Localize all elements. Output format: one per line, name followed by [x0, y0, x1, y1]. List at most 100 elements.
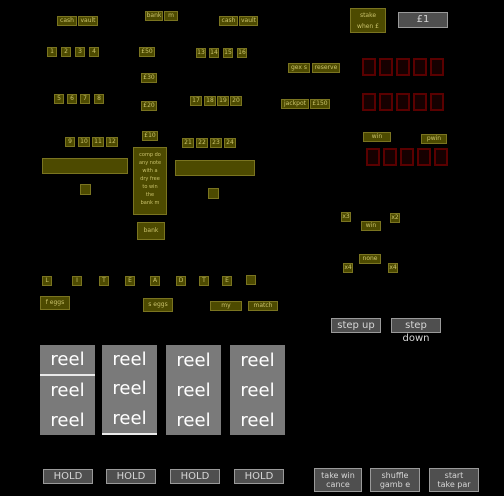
price-20: £20	[141, 101, 157, 111]
pwin-label: pwin	[421, 134, 447, 144]
letter-5: A	[150, 276, 160, 286]
stake-line2: when £	[357, 23, 379, 30]
bank-info-panel: comp do any note with a dry free to win …	[133, 147, 167, 215]
num-2: 2	[61, 47, 71, 57]
reel-2-symbol-top: reel	[112, 349, 147, 371]
reel-4-symbol-bottom: reel	[240, 409, 275, 431]
led-display-top	[362, 58, 444, 76]
left-feature-bar	[42, 158, 128, 174]
num-24: 24	[224, 138, 236, 148]
step-down-button[interactable]: step down	[391, 318, 441, 344]
take-win-cancel-button[interactable]: take win cance	[314, 468, 362, 492]
ladder-none: none	[359, 254, 381, 264]
bank-info-line6: the	[145, 192, 155, 198]
price-50: £50	[139, 47, 155, 57]
reel-2-symbol-mid: reel	[112, 378, 147, 400]
ladder-x3: x3	[341, 212, 351, 222]
num-5: 5	[54, 94, 64, 104]
bank-button[interactable]: bank	[137, 222, 165, 240]
hold-button-2[interactable]: HOLD	[106, 469, 156, 484]
num-21: 21	[182, 138, 194, 148]
reel-2: reel reel reel	[102, 345, 157, 435]
bank-info-line7: bank m	[140, 200, 160, 206]
num-18: 18	[204, 96, 216, 106]
num-15: 15	[223, 48, 233, 58]
num-19: 19	[217, 96, 229, 106]
ladder-x4-left: x4	[343, 263, 353, 273]
shuffle-line2: gamb e	[379, 480, 411, 489]
start-line2: take par	[437, 480, 471, 489]
num-1: 1	[47, 47, 57, 57]
hold-button-3[interactable]: HOLD	[170, 469, 220, 484]
num-22: 22	[196, 138, 208, 148]
jackpot-label: jackpot	[281, 99, 309, 109]
num-11: 11	[92, 137, 104, 147]
num-8: 8	[94, 94, 104, 104]
right-small-box	[208, 188, 219, 199]
letter-3: T	[99, 276, 109, 286]
credit-display: £1	[398, 12, 448, 28]
num-3: 3	[75, 47, 85, 57]
letter-7: T	[199, 276, 209, 286]
win-label: win	[363, 132, 391, 142]
gex-label: gex s	[288, 63, 310, 73]
num-17: 17	[190, 96, 202, 106]
feature-mid: s eggs	[143, 298, 173, 312]
step-up-button[interactable]: step up	[331, 318, 381, 333]
num-4: 4	[89, 47, 99, 57]
reel-1-symbol-mid: reel	[50, 380, 85, 402]
bank-info-line3: with a	[142, 168, 158, 174]
num-20: 20	[230, 96, 242, 106]
start-line1: start	[444, 471, 464, 480]
cash-label-right: cash	[219, 16, 238, 26]
reel-4-symbol-top: reel	[240, 349, 275, 371]
hold-button-1[interactable]: HOLD	[43, 469, 93, 484]
cash-label-left: cash	[57, 16, 77, 26]
num-10: 10	[78, 137, 90, 147]
num-13: 13	[196, 48, 206, 58]
ladder-x2: x2	[390, 213, 400, 223]
reel-3-symbol-bottom: reel	[176, 409, 211, 431]
letter-6: D	[176, 276, 186, 286]
num-7: 7	[80, 94, 90, 104]
bank-info-line1: comp do	[139, 152, 161, 158]
take-win-line1: take win	[321, 471, 355, 480]
take-win-line2: cance	[326, 480, 350, 489]
price-10: £10	[142, 131, 158, 141]
bank-info-line5: to win	[142, 184, 158, 190]
num-12: 12	[106, 137, 118, 147]
ladder-x4-right: x4	[388, 263, 398, 273]
letter-1: L	[42, 276, 52, 286]
bank-info-line4: dry free	[140, 176, 160, 182]
right-feature-bar	[175, 160, 255, 176]
feature-match: match	[248, 301, 278, 311]
bank-label: bank	[145, 11, 163, 21]
hold-button-4[interactable]: HOLD	[234, 469, 284, 484]
ladder-win: win	[361, 221, 381, 231]
feature-my: my	[210, 301, 242, 311]
letter-8: E	[222, 276, 232, 286]
shuffle-gamble-button[interactable]: shuffle gamb e	[370, 468, 420, 492]
num-16: 16	[237, 48, 247, 58]
stake-when-label: stake when £	[350, 8, 386, 33]
feature-left: f eggs	[40, 296, 70, 310]
led-display-bottom	[366, 148, 448, 166]
reel-1: reel reel reel	[40, 345, 95, 435]
vault-label-right: vault	[239, 16, 258, 26]
reel-3-symbol-top: reel	[176, 349, 211, 371]
left-small-box	[80, 184, 91, 195]
reel-1-symbol-top: reel	[40, 345, 95, 377]
reel-4-symbol-mid: reel	[240, 379, 275, 401]
letter-9	[246, 275, 256, 285]
reel-4: reel reel reel	[230, 345, 285, 435]
reel-3-symbol-mid: reel	[176, 379, 211, 401]
led-display-mid	[362, 93, 444, 111]
num-6: 6	[67, 94, 77, 104]
jackpot-value: £150	[310, 99, 330, 109]
bank-value: m	[164, 11, 178, 21]
letter-2: I	[72, 276, 82, 286]
reel-1-symbol-bottom: reel	[50, 409, 85, 431]
start-take-part-button[interactable]: start take par	[429, 468, 479, 492]
price-30: £30	[141, 73, 157, 83]
vault-label-left: vault	[78, 16, 98, 26]
